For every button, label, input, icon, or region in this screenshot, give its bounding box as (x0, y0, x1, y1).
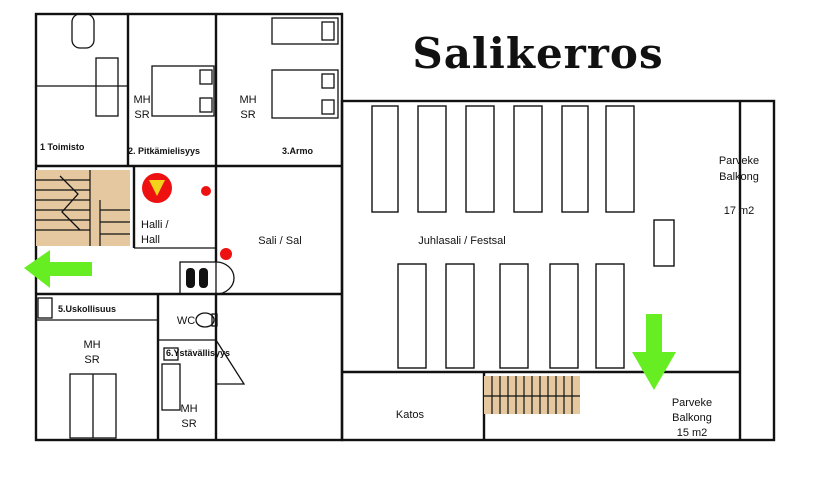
plan-title: Salikerros (412, 29, 663, 78)
toilet-tank (211, 313, 218, 327)
room-label-pitkamielisyys: 2. Pitkämielisyys (128, 146, 200, 156)
bed (271, 17, 339, 45)
room-label-parveke: Parveke (672, 397, 712, 409)
red-dot-icon (201, 186, 211, 196)
cabinet (71, 13, 95, 49)
room-label-uskollisuus: 5.Uskollisuus (58, 304, 116, 314)
room-label-balkong: Balkong (672, 412, 712, 424)
door-swing (215, 339, 246, 385)
room-label-sali: Sali / Sal (258, 235, 301, 247)
room-label-ystavallisyys: 6.Ystävällisyys (166, 348, 230, 358)
room-label-toimisto: 1 Toimisto (40, 142, 85, 152)
stairs-hall (36, 170, 130, 246)
toilet (195, 312, 215, 328)
room-label-armo: 3.Armo (282, 146, 314, 156)
cabinet (37, 297, 53, 319)
room-area: 17 m2 (724, 205, 755, 217)
pillow (321, 21, 335, 41)
room-label-parveke: Parveke (719, 155, 759, 167)
single-bed (161, 363, 181, 411)
room-label-balkong: Balkong (719, 171, 759, 183)
double-bed (271, 69, 339, 119)
room-label-sr: SR (240, 109, 255, 121)
stove (179, 261, 235, 295)
room-label-mh: MH (180, 403, 197, 415)
room-label-wc: WC (177, 315, 195, 327)
pillow (321, 73, 335, 89)
room-label-sr: SR (181, 418, 196, 430)
double-bed (151, 65, 215, 117)
room-label-hall: Hall (141, 234, 160, 246)
room-label-mh: MH (239, 94, 256, 106)
stairs-festsal (484, 376, 580, 414)
festsal-block-outline (340, 99, 776, 442)
assembly-point-icon (142, 173, 172, 203)
exit-arrow-icon (24, 250, 92, 288)
room-label-sr: SR (134, 109, 149, 121)
room-label-mh: MH (133, 94, 150, 106)
exit-arrow-icon (632, 314, 676, 390)
room-label-mh: MH (83, 339, 100, 351)
room-label-sr: SR (84, 354, 99, 366)
pillow (199, 69, 213, 85)
room-label-halli: Halli / (141, 219, 169, 231)
pillow (321, 99, 335, 115)
desk (95, 57, 119, 117)
cabinet (163, 347, 179, 361)
red-dot-icon (220, 248, 232, 260)
festsal-tables (371, 105, 675, 369)
pillow (199, 97, 213, 113)
room-label-juhlasali: Juhlasali / Festsal (418, 235, 505, 247)
room-label-katos: Katos (396, 409, 425, 421)
room-area: 15 m2 (677, 427, 708, 439)
